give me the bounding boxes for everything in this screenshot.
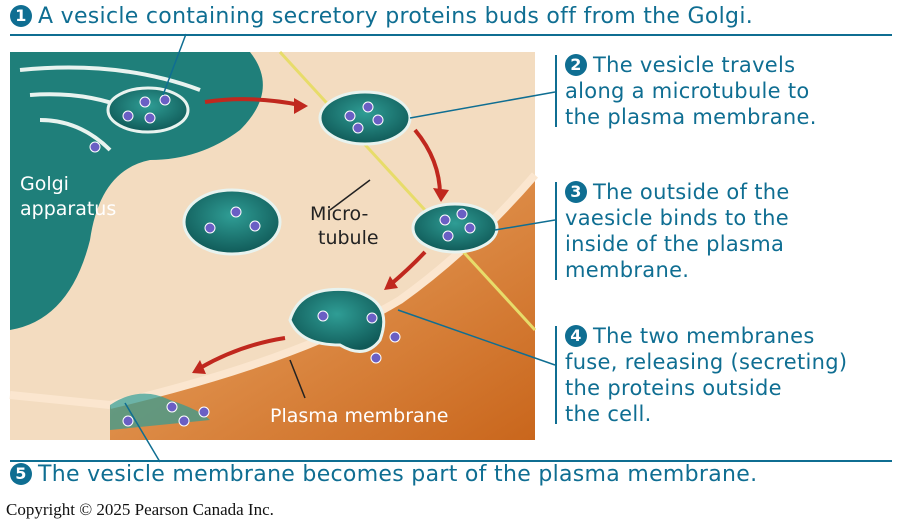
step-text: A vesicle containing secretory proteins … bbox=[38, 4, 754, 29]
step-4-bracket bbox=[555, 326, 557, 424]
step-text: The outside of the bbox=[593, 180, 790, 204]
step-text: membrane. bbox=[565, 258, 690, 282]
step-number: 3 bbox=[565, 181, 587, 203]
golgi-label-2: apparatus bbox=[20, 198, 116, 220]
step-text: inside of the plasma bbox=[565, 232, 785, 256]
step-text: The vesicle travels bbox=[593, 53, 796, 77]
step-3-bracket bbox=[555, 182, 557, 280]
step-number: 5 bbox=[10, 463, 32, 485]
step-text: the proteins outside bbox=[565, 376, 782, 400]
step-1: 1 A vesicle containing secretory proteins… bbox=[10, 4, 753, 30]
proteins bbox=[89, 94, 476, 427]
step-text: The vesicle membrane becomes part of the… bbox=[38, 462, 758, 487]
step-text: the plasma membrane. bbox=[565, 105, 817, 129]
microtubule-label-2: tubule bbox=[318, 227, 379, 249]
leader-lines bbox=[124, 33, 556, 463]
microtubule bbox=[278, 50, 537, 332]
extracellular-space bbox=[110, 175, 535, 440]
step-number: 1 bbox=[10, 5, 32, 27]
step-text: the cell. bbox=[565, 402, 652, 426]
step-number: 4 bbox=[565, 325, 587, 347]
step-number: 2 bbox=[565, 54, 587, 76]
step-5: 5 The vesicle membrane becomes part of th… bbox=[10, 462, 757, 488]
step-4: 4 The two membranes fuse, releasing (secr… bbox=[565, 323, 847, 427]
step-text: fuse, releasing (secreting) bbox=[565, 350, 848, 374]
step-2-bracket bbox=[555, 55, 557, 127]
plasma-membrane-label: Plasma membrane bbox=[270, 405, 448, 427]
golgi-apparatus bbox=[10, 52, 263, 330]
step-3: 3 The outside of the vaesicle binds to th… bbox=[565, 179, 790, 283]
step-2: 2 The vesicle travels along a microtubule… bbox=[565, 52, 817, 130]
step-text: along a microtubule to bbox=[565, 79, 810, 103]
step-5-rule bbox=[10, 460, 892, 462]
step-text: The two membranes bbox=[593, 324, 815, 348]
copyright: Copyright © 2025 Pearson Canada Inc. bbox=[6, 500, 274, 519]
step-1-rule bbox=[10, 34, 892, 36]
step-text: vaesicle binds to the bbox=[565, 206, 789, 230]
golgi-label-1: Golgi bbox=[20, 173, 69, 195]
microtubule-label-1: Micro- bbox=[310, 203, 368, 225]
